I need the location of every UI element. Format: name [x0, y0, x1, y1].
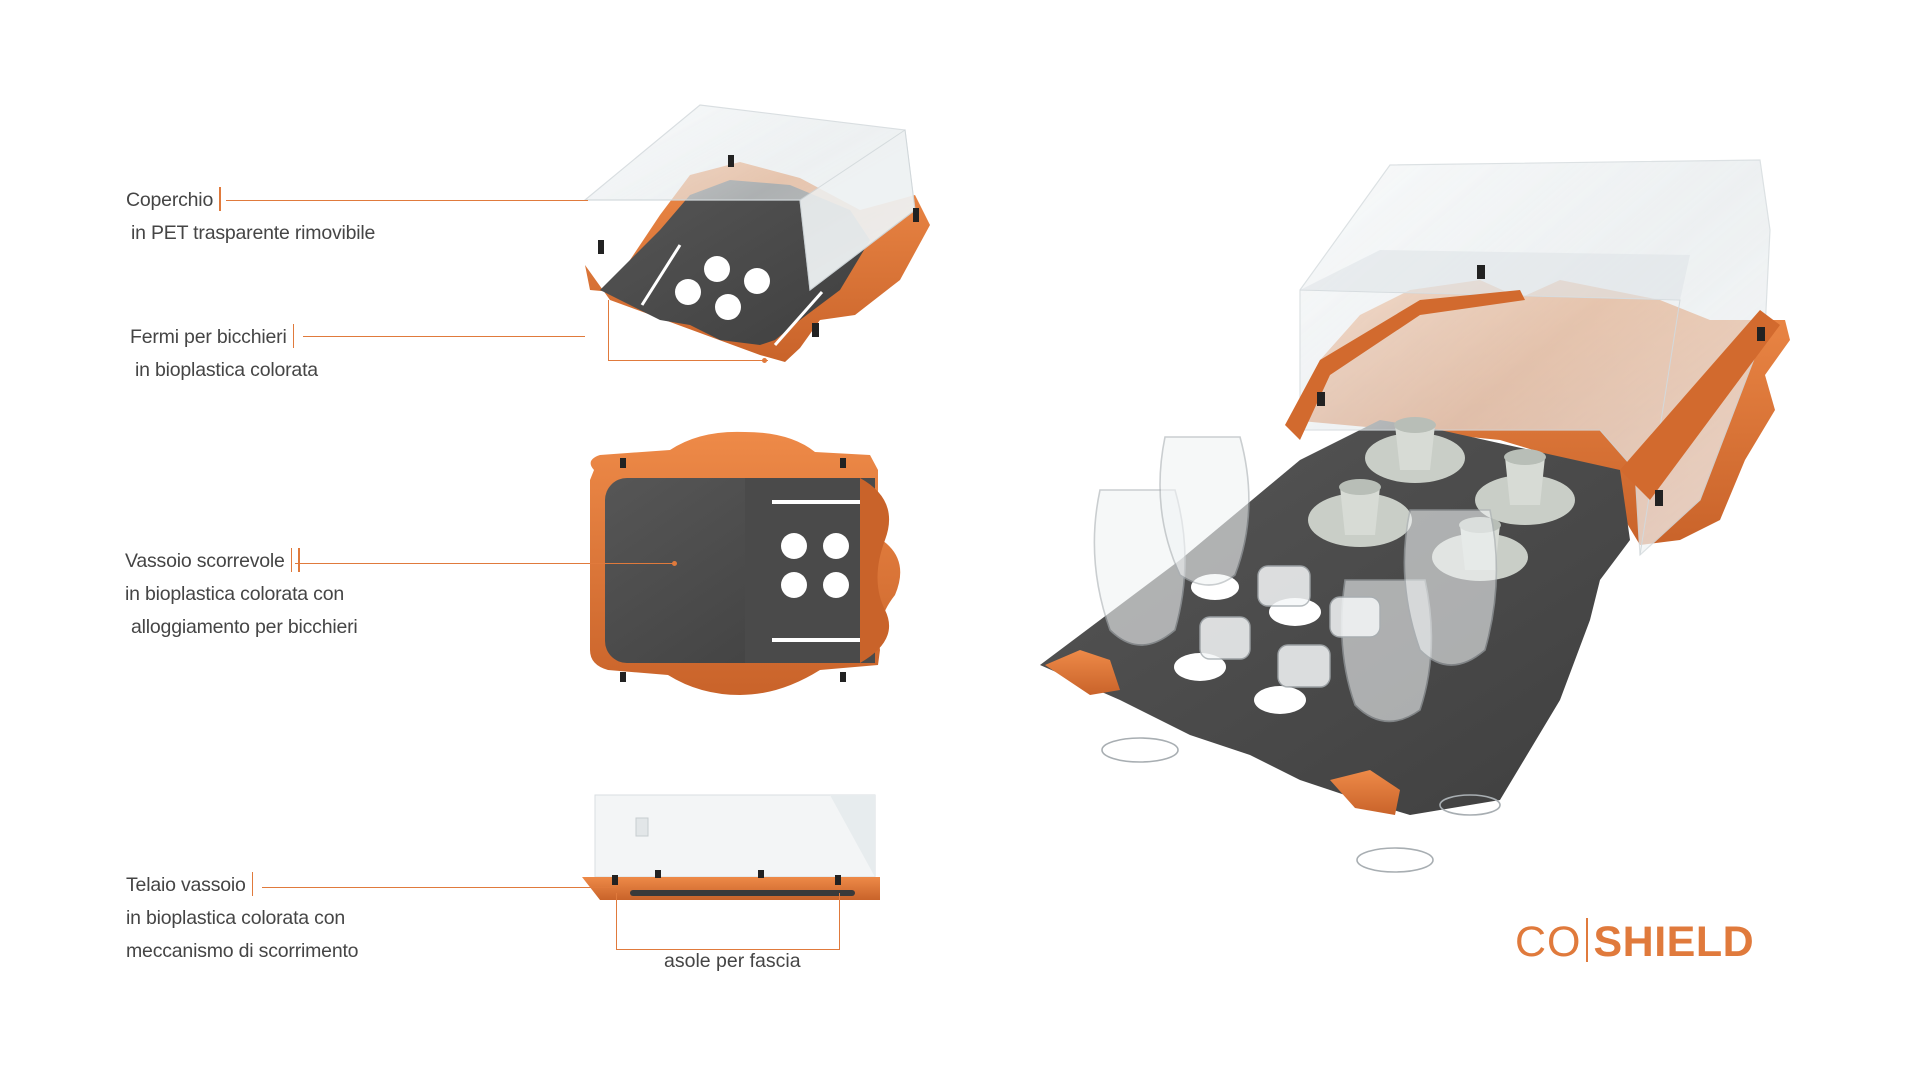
label-telaio-sub1: in bioplastica colorata con [126, 907, 345, 929]
leader-vassoio-dot [672, 561, 677, 566]
label-fermi-sub: in bioplastica colorata [135, 359, 318, 381]
label-telaio-title: Telaio vassoio [126, 874, 246, 896]
leader-vassoio [295, 563, 675, 565]
leader-fermi [303, 336, 585, 338]
leader-fermi-dot [762, 358, 767, 363]
label-asole: asole per fascia [664, 950, 801, 972]
label-coperchio-sub: in PET trasparente rimovibile [131, 222, 376, 244]
label-vassoio-sub2: alloggiamento per bicchieri [131, 616, 358, 638]
leader-coperchio [226, 200, 588, 202]
tray-top-view [590, 431, 901, 695]
asole-bracket-right [839, 893, 841, 950]
label-fermi-title: Fermi per bicchieri [130, 326, 287, 348]
label-telaio: Telaio vassoio in bioplastica colorata c… [126, 869, 359, 968]
tumblers [1199, 565, 1381, 688]
leader-telaio [262, 887, 616, 889]
main-product-render [1040, 159, 1790, 873]
brand-name: SHIELD [1593, 918, 1755, 966]
label-fermi: Fermi per bicchieri in bioplastica color… [130, 321, 318, 387]
asole-bracket-left [616, 893, 618, 950]
label-vassoio: Vassoio scorrevole in bioplastica colora… [125, 545, 358, 644]
side-view [582, 794, 880, 900]
label-vassoio-sub1: in bioplastica colorata con [125, 583, 344, 605]
brand-prefix: CO [1515, 918, 1582, 966]
label-vassoio-title: Vassoio scorrevole [125, 550, 285, 572]
label-telaio-sub2: meccanismo di scorrimento [126, 940, 359, 962]
label-coperchio: Coperchio in PET trasparente rimovibile [126, 184, 375, 250]
asole-bracket-bottom [616, 949, 840, 951]
lid-tray-view [583, 104, 930, 362]
leader-fermi-down [608, 300, 610, 360]
leader-fermi-bottom [608, 360, 768, 362]
label-coperchio-title: Coperchio [126, 189, 214, 211]
